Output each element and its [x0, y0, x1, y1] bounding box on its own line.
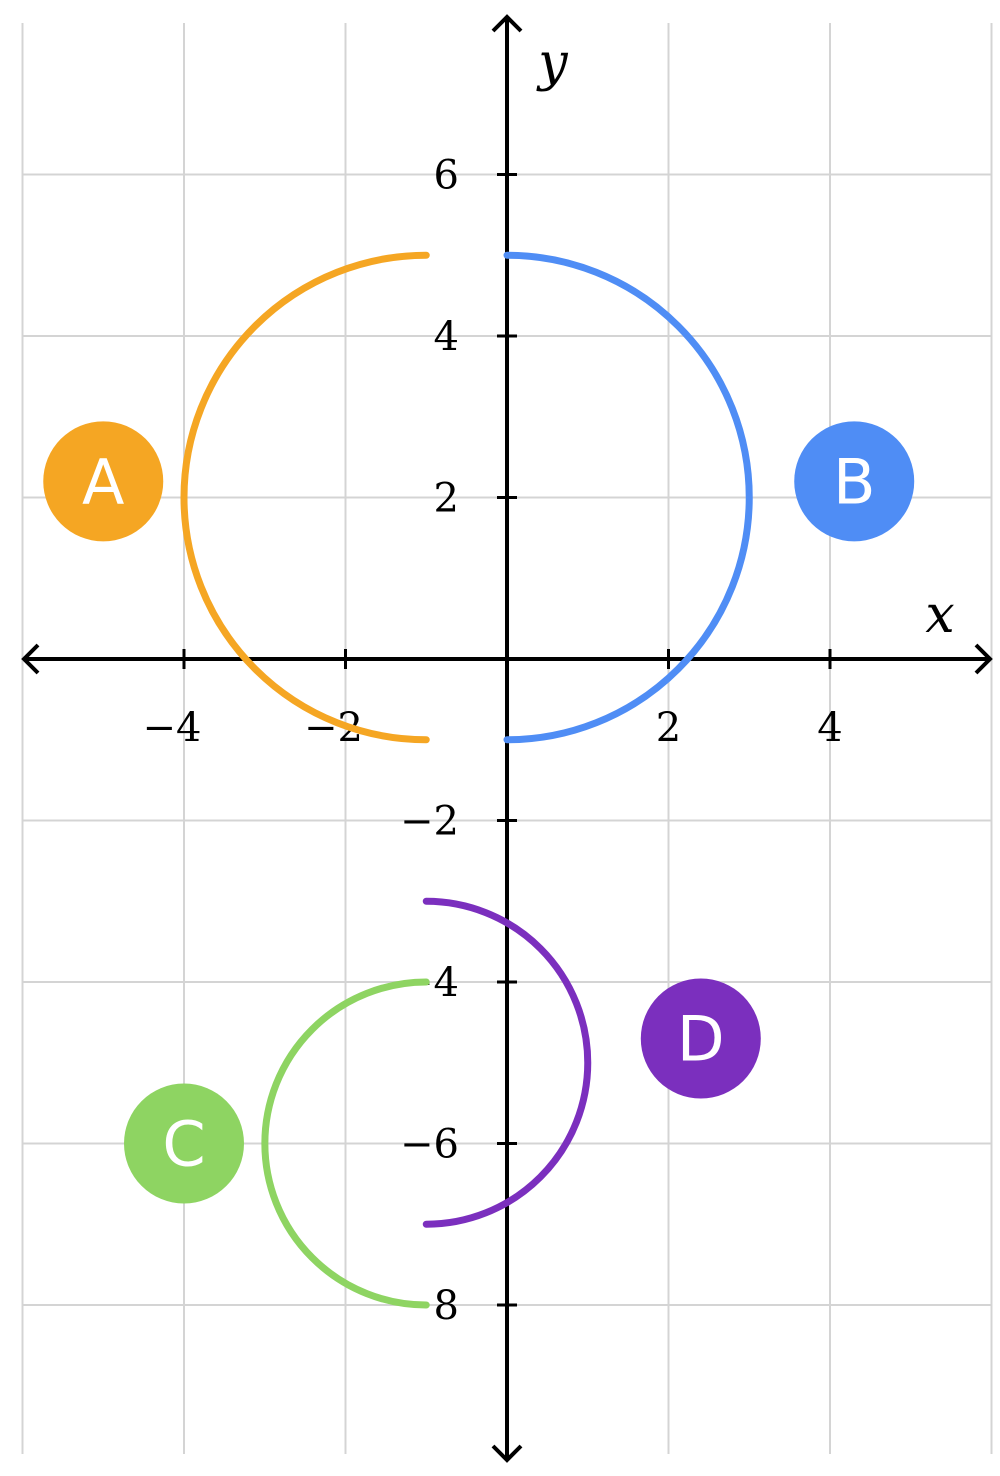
badge-circle-b [794, 421, 915, 542]
badge-circle-a [43, 421, 164, 542]
semicircle-curves [180, 251, 753, 1309]
y-axis-arrow-down [491, 1444, 523, 1463]
y-tick-label: 8 [434, 1283, 459, 1329]
curve-d [422, 897, 592, 1228]
label-badge-c: C [124, 1083, 244, 1204]
x-tick-label: 2 [656, 705, 681, 751]
y-tick-label: 2 [434, 476, 459, 522]
badge-circle-d [640, 978, 761, 1099]
badge-text-b: B [833, 445, 876, 518]
x-tick-label: −4 [143, 705, 202, 751]
x-axis-arrow-left [21, 643, 40, 675]
curve-b [503, 251, 753, 744]
label-badge-a: A [43, 421, 164, 542]
x-axis-label: x [925, 585, 954, 645]
x-axis-arrow-right [974, 643, 993, 675]
curve-c [261, 978, 430, 1309]
y-axis-label: y [536, 33, 568, 93]
y-tick-label: 6 [434, 153, 459, 199]
badge-text-c: C [162, 1108, 205, 1181]
y-axis-arrow-up [491, 14, 523, 33]
badge-text-d: D [677, 1003, 725, 1076]
curve-labels: A B C D [43, 421, 915, 1204]
y-tick-label: −2 [400, 799, 459, 845]
badge-circle-c [124, 1083, 244, 1204]
label-badge-d: D [640, 978, 761, 1099]
y-tick-label: 4 [434, 314, 459, 360]
badge-text-a: A [82, 445, 124, 518]
x-tick-label: 4 [817, 705, 842, 751]
label-badge-b: B [794, 421, 915, 542]
y-tick-label: −6 [400, 1122, 459, 1168]
curve-a [180, 251, 430, 744]
